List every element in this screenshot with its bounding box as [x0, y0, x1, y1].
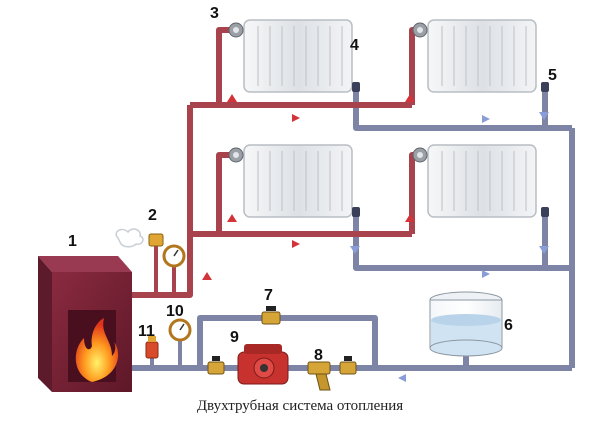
valve-11: [145, 336, 159, 368]
label-8: 8: [314, 347, 323, 364]
ball-valve-7: [261, 306, 281, 325]
label-3: 3: [210, 5, 219, 22]
supply-upper-left-rise: [216, 27, 238, 105]
supply-arrow-right: [292, 114, 300, 122]
supply-arrow-up: [227, 214, 237, 222]
return-arrow-down: [539, 246, 549, 254]
label-2: 2: [148, 207, 157, 224]
supply-lower-left-rise: [216, 152, 238, 234]
radiator-lower-left: [243, 144, 353, 218]
air-vent-icon: [352, 82, 549, 217]
label-11: 11: [138, 323, 155, 340]
return-arrow-down: [350, 246, 360, 254]
label-5: 5: [548, 67, 557, 84]
circulation-pump: [237, 344, 289, 385]
strainer-filter: [307, 361, 331, 391]
return-arrow-down: [539, 112, 549, 120]
supply-arrow-right: [292, 240, 300, 248]
label-7: 7: [264, 287, 273, 304]
supply-lower-right-rise: [409, 152, 420, 234]
thermostatic-valve-icon: [228, 147, 244, 163]
thermostatic-valve-icon: [412, 147, 428, 163]
label-9: 9: [230, 329, 239, 346]
supply-arrow-up: [202, 272, 212, 280]
thermostatic-valve-icon: [412, 22, 428, 38]
return-arrow-right: [482, 115, 490, 123]
thermostatic-valve-icon: [228, 22, 244, 38]
flame-icon: [75, 318, 119, 382]
pressure-gauge-top: [162, 244, 186, 292]
ball-valve-right: [339, 356, 357, 375]
flow-arrows: [202, 94, 549, 382]
safety-valve-2: [148, 233, 164, 292]
label-6: 6: [504, 317, 513, 334]
radiator-lower-right: [427, 144, 537, 218]
expansion-tank: [429, 291, 503, 357]
supply-arrow-up: [227, 94, 237, 102]
supply-riser: [132, 105, 193, 298]
bypass-loop: [197, 315, 378, 368]
return-arrow-right: [482, 270, 490, 278]
label-10: 10: [166, 303, 184, 320]
supply-arrow-up: [405, 94, 415, 102]
label-1: 1: [68, 233, 77, 250]
supply-arrow-up: [405, 214, 415, 222]
radiator-upper-left: [243, 19, 353, 93]
radiator-upper-right: [427, 19, 537, 93]
return-lower-branch: [353, 214, 572, 271]
return-arrow-left: [398, 374, 406, 382]
label-4: 4: [350, 37, 359, 54]
diagram-caption: Двухтрубная система отопления: [196, 398, 404, 414]
pressure-gauge-10: [168, 318, 192, 368]
boiler: [38, 256, 132, 392]
steam-icon: [115, 228, 144, 248]
return-upper-branch: [353, 88, 572, 131]
supply-upper-right-rise: [409, 27, 420, 105]
ball-valve-left: [207, 356, 225, 375]
